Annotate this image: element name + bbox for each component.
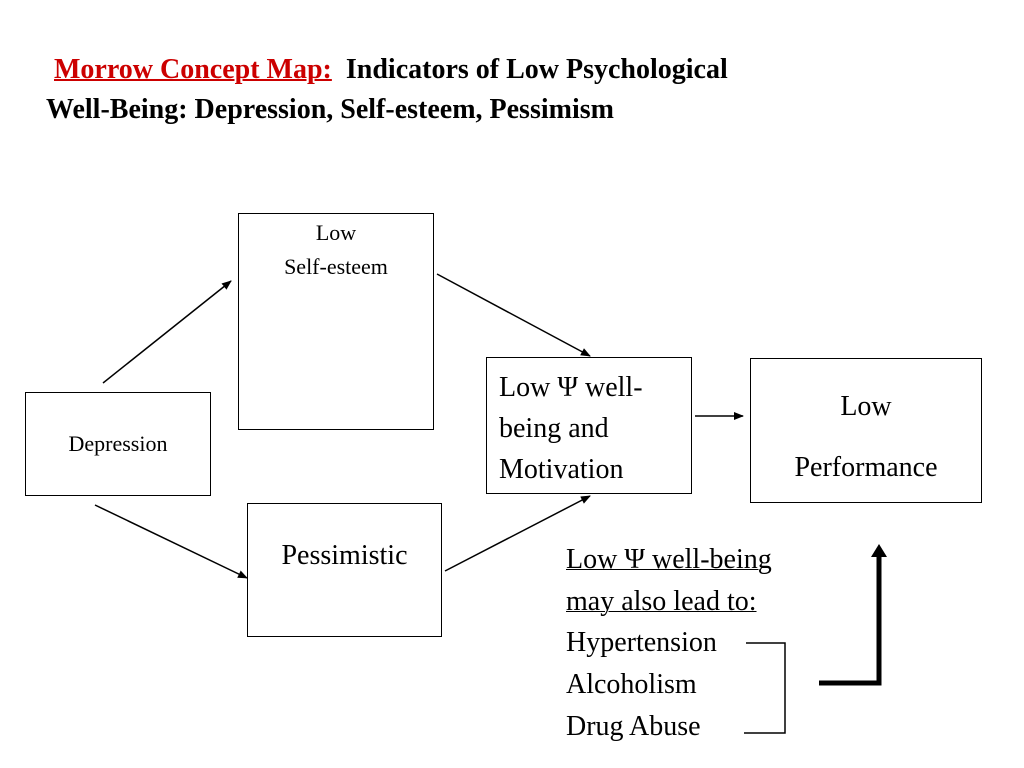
node-label-line: being and [499, 413, 609, 444]
title-rest: Indicators of Low Psychological [345, 54, 728, 85]
node-low-performance: Low Performance [750, 358, 982, 503]
thick-arrowhead [871, 544, 887, 557]
note-heading: Low Ψ well-being may also lead to: [566, 539, 772, 623]
node-low-wellbeing: Low Ψ well- being and Motivation [486, 357, 692, 494]
node-depression: Depression [25, 392, 211, 496]
arrow-self-esteem-to-wellbeing [436, 273, 591, 357]
node-label-line: Performance [794, 452, 938, 483]
node-label-line: Motivation [499, 454, 624, 485]
node-label: Pessimistic [281, 540, 408, 571]
list-item: Alcoholism [566, 669, 697, 700]
node-label-line: Low [840, 391, 892, 422]
arrow-depression-to-pessimistic [94, 504, 248, 579]
bracket-conditions [744, 642, 786, 734]
title-highlight: Morrow Concept Map: [54, 54, 332, 85]
node-label-line: Self-esteem [284, 254, 388, 279]
node-label-line: Low Ψ well- [499, 372, 643, 403]
note-heading-line: may also lead to: [566, 586, 757, 617]
page-title-line-1: Morrow Concept Map: Indicators of Low Ps… [54, 54, 728, 86]
note-list: Hypertension Alcoholism Drug Abuse [566, 622, 717, 748]
page-title-line-2: Well-Being: Depression, Self-esteem, Pes… [46, 94, 614, 125]
arrow-depression-to-self-esteem [102, 280, 232, 384]
node-pessimistic: Pessimistic [247, 503, 442, 637]
list-item: Drug Abuse [566, 711, 701, 742]
note-heading-line: Low Ψ well-being [566, 544, 772, 575]
node-label-line: Low [315, 220, 357, 245]
node-label: Depression [68, 431, 168, 456]
thick-arrow-to-performance [819, 557, 882, 686]
node-low-self-esteem: Low Self-esteem [238, 213, 434, 430]
list-item: Hypertension [566, 627, 717, 658]
